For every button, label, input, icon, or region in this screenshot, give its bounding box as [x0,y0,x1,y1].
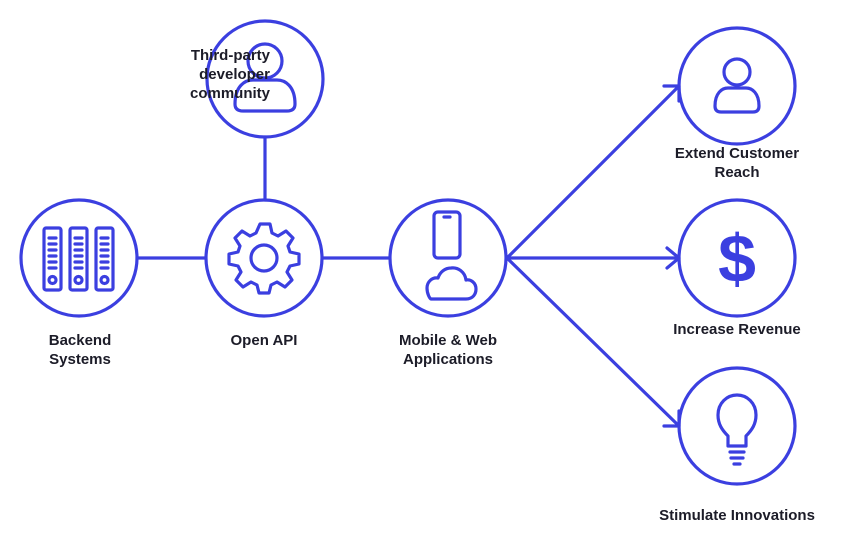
label-apps: Mobile & Web Applications [378,331,518,369]
label-line: Stimulate Innovations [659,507,815,524]
node-innovation-circle [677,366,797,486]
label-line: Third-party [190,47,270,64]
label-revenue: Increase Revenue [647,320,827,339]
label-line: Extend Customer [674,145,800,162]
label-line: Systems [49,351,111,368]
arrow-to-reach [505,84,681,260]
node-open-api-circle [204,198,324,318]
node-developer-circle [205,19,325,139]
label-line: Mobile & Web [398,332,498,349]
label-line: Increase Revenue [673,321,801,338]
label-developer: Third-party developer community [160,46,270,103]
label-line: Backend [48,332,112,349]
person-icon [233,42,297,113]
label-backend: Backend Systems [24,331,136,369]
node-apps-circle [388,198,508,318]
node-reach-circle [677,26,797,146]
lightbulb-icon [716,393,758,466]
label-open-api: Open API [204,331,324,350]
label-reach: Extend Customer Reach [652,144,822,182]
label-line: community [189,85,270,102]
label-innovation: Stimulate Innovations [635,506,839,525]
arrow-to-innovation [505,256,681,428]
label-line: developer [199,66,270,83]
dollar-icon: $ [718,221,756,297]
server-racks-icon [42,226,115,292]
node-revenue-circle [677,198,797,318]
label-line: Open API [230,332,298,349]
label-line: Applications [402,351,493,368]
person-icon [713,57,761,114]
gear-icon [227,222,301,295]
phone-cloud-icon [425,210,478,301]
node-backend-circle [19,198,139,318]
label-line: Reach [714,164,760,181]
